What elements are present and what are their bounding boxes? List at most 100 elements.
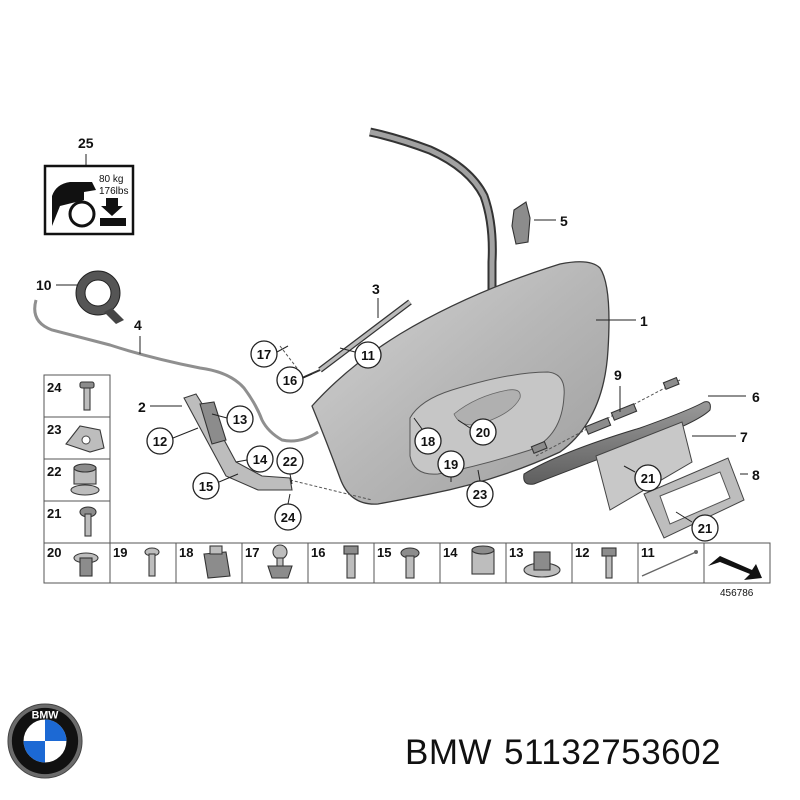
screw-24-icon [79, 381, 95, 411]
callout-label: 19 [444, 457, 458, 472]
callout-12: 12 [146, 427, 199, 455]
part-10-seal-tape: 10 [36, 270, 124, 324]
light-strip-6 [523, 401, 711, 485]
leader-line [289, 473, 293, 485]
plate-frame-window [659, 471, 731, 525]
leader-line [235, 459, 248, 463]
callout-16: 16 [276, 366, 313, 394]
callout-label: 9 [614, 367, 622, 383]
load-block-icon [100, 218, 126, 226]
leader-line [623, 465, 636, 473]
wheel-icon [68, 200, 96, 228]
callout-label: 17 [257, 347, 271, 362]
callout-14: 14 [235, 445, 274, 473]
callout-19: 19 [437, 450, 465, 482]
screw-15-icon [400, 547, 420, 579]
callout-11: 11 [339, 341, 382, 369]
callout-label: 22 [283, 454, 297, 469]
leader-line [302, 373, 313, 379]
hinge-fasteners [279, 345, 373, 501]
load-label-part-25: 25 80 kg 176lbs [43, 135, 135, 236]
leader-line [218, 473, 239, 483]
part-8-plate-frame: 8 [643, 457, 760, 539]
callout-label: 15 [199, 479, 213, 494]
side-fastener-grid: 24 23 22 21 [43, 374, 111, 544]
screw-12-icon [601, 547, 617, 579]
grid-label: 16 [311, 545, 325, 560]
callout-label: 21 [698, 521, 712, 536]
bottom-fastener-grid: 20 19 18 17 16 15 14 13 12 11 [43, 542, 771, 599]
leader-line [276, 345, 289, 353]
grid-label: 13 [509, 545, 523, 560]
grid-label: 18 [179, 545, 193, 560]
bracket-5-shape [511, 201, 531, 245]
grid-label: 15 [377, 545, 391, 560]
screw-21-icon [79, 506, 97, 537]
circled-callouts: 17 16 11 13 12 14 22 [146, 340, 719, 542]
hinge-plate [199, 401, 227, 445]
part-5-bracket: 5 [511, 201, 568, 245]
bolt-16-icon [343, 545, 359, 579]
callout-22: 22 [276, 447, 304, 485]
screw-19-icon [144, 547, 160, 577]
callout-label: 25 [78, 135, 94, 151]
grid-cell-24 [43, 374, 111, 418]
callout-21-upper: 21 [623, 464, 662, 492]
emblem-clip [610, 403, 638, 421]
grid-label: 23 [47, 422, 61, 437]
callout-label: 14 [253, 452, 268, 467]
logo-blue-quadrant [23, 741, 45, 763]
leader-line [413, 417, 423, 430]
callout-label: 5 [560, 213, 568, 229]
grid-label: 14 [443, 545, 458, 560]
leader-line [675, 511, 693, 523]
part-1-trunk-lid: 1 [311, 261, 648, 505]
load-lbs: 176lbs [99, 186, 128, 197]
leader-line [457, 419, 471, 429]
part-4-seal: 4 [33, 299, 319, 443]
callout-label: 7 [740, 429, 748, 445]
tape-roll-inner [84, 279, 112, 307]
strut-body [318, 300, 412, 372]
sleeve-14-icon [471, 545, 495, 575]
grid-cell-19 [109, 542, 177, 584]
grid-label: 19 [113, 545, 127, 560]
callout-label: 13 [233, 412, 247, 427]
leader-line [287, 493, 291, 505]
part-9-emblems: 9 [530, 367, 681, 457]
callout-15: 15 [192, 472, 239, 500]
grid-label: 24 [47, 380, 62, 395]
callout-label: 10 [36, 277, 52, 293]
clip-23-icon [65, 425, 105, 453]
nut-20-icon [73, 552, 99, 577]
ball-stud-17-icon [267, 544, 293, 579]
callout-21-lower: 21 [675, 511, 719, 542]
callout-24: 24 [274, 493, 302, 531]
callout-label: 16 [283, 373, 297, 388]
leader-line [339, 347, 356, 353]
callout-label: 12 [153, 434, 167, 449]
callout-label: 18 [421, 434, 435, 449]
nut-13-icon [523, 551, 561, 578]
callout-label: 11 [361, 348, 375, 363]
bushing-22-icon [70, 463, 100, 496]
grid-label: 11 [641, 545, 655, 560]
grid-label: 21 [47, 506, 61, 521]
arrow-icon [708, 556, 762, 580]
leader-line [172, 427, 199, 439]
logo-letters: BMW [32, 710, 60, 722]
dashed-guide [289, 479, 373, 501]
grid-label: 22 [47, 464, 61, 479]
bmw-logo: BMW [7, 703, 83, 779]
callout-18: 18 [413, 417, 442, 455]
grid-label: 17 [245, 545, 259, 560]
callout-23: 23 [466, 469, 494, 508]
car-silhouette-icon [52, 182, 96, 226]
callout-label: 21 [641, 471, 655, 486]
brand-name: BMW [405, 733, 493, 772]
callout-label: 8 [752, 467, 760, 483]
clip-18-icon [203, 545, 231, 579]
handle-recess [453, 389, 521, 426]
